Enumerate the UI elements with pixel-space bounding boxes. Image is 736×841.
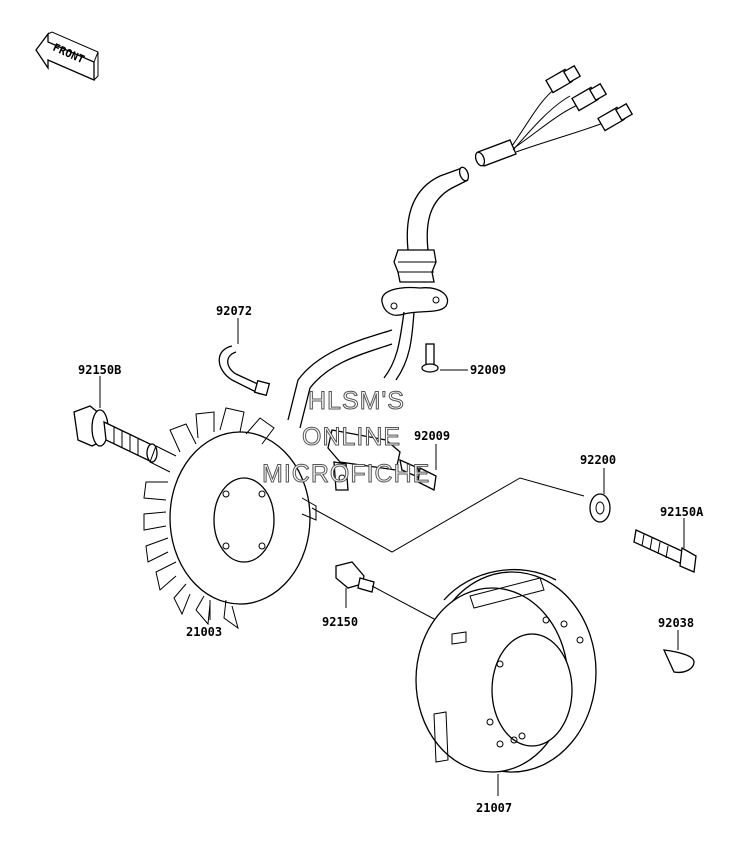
label-92150a: 92150A [660,505,704,519]
watermark-line-1: HLSM'S [308,387,405,415]
label-92150b: 92150B [78,363,121,377]
connector-3-icon [597,102,634,132]
label-92009-top: 92009 [470,363,506,377]
pickup-coil-icon [327,429,437,491]
label-92150: 92150 [322,615,358,629]
label-92200: 92200 [580,453,616,467]
nut-92150-icon [335,561,437,621]
watermark-line-3: MICROFICHE [262,460,430,488]
front-arrow-icon: FRONT [35,31,99,81]
stator-icon [143,407,317,630]
watermark: HLSM'S ONLINE MICROFICHE [262,387,430,489]
rotor-icon [415,568,597,773]
label-92072: 92072 [216,304,252,318]
washer-icon [589,493,611,523]
wire-harness [287,64,634,429]
connector-1-icon [545,64,582,94]
connector-2-icon [571,82,608,112]
watermark-line-2: ONLINE [302,423,401,451]
label-21007: 21007 [476,801,512,815]
bolt-92150b-icon [73,405,158,464]
bolt-92150a-icon [633,529,697,573]
clamp-icon [218,345,271,397]
bolt-92009-top-icon [421,343,439,373]
label-92038: 92038 [658,616,694,630]
label-92009-mid: 92009 [414,429,450,443]
label-21003: 21003 [186,625,222,639]
key-icon [662,649,695,674]
leader-lines [99,318,685,796]
